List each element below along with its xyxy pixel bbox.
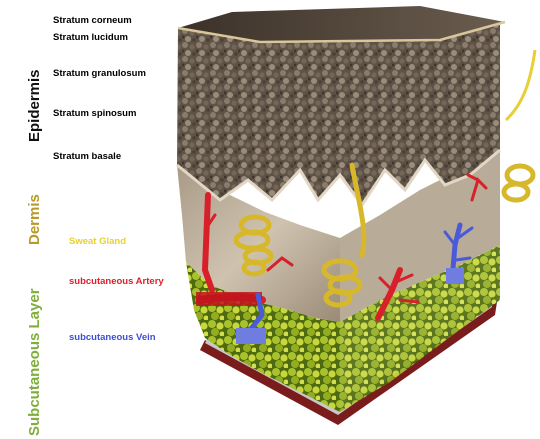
artery-label: subcutaneous Artery bbox=[69, 276, 164, 287]
stratum-basale-label: Stratum basale bbox=[53, 151, 121, 162]
hair-strand bbox=[506, 50, 535, 120]
vein-trunk-right bbox=[446, 268, 464, 284]
artery-trunk bbox=[196, 292, 262, 306]
stratum-corneum-label: Stratum corneum bbox=[53, 15, 132, 26]
vein-trunk bbox=[236, 328, 266, 344]
subcutaneous-layer-label: Subcutaneous Layer bbox=[26, 288, 44, 436]
stratum-granulosum-label: Stratum granulosum bbox=[53, 68, 146, 79]
epidermis-label: Epidermis bbox=[26, 69, 44, 142]
sweat-gland-label: Sweat Gland bbox=[69, 236, 126, 247]
dermis-label: Dermis bbox=[26, 194, 44, 245]
stratum-lucidum-label: Stratum lucidum bbox=[53, 32, 128, 43]
stratum-spinosum-label: Stratum spinosum bbox=[53, 108, 136, 119]
vein-label: subcutaneous Vein bbox=[69, 332, 156, 343]
